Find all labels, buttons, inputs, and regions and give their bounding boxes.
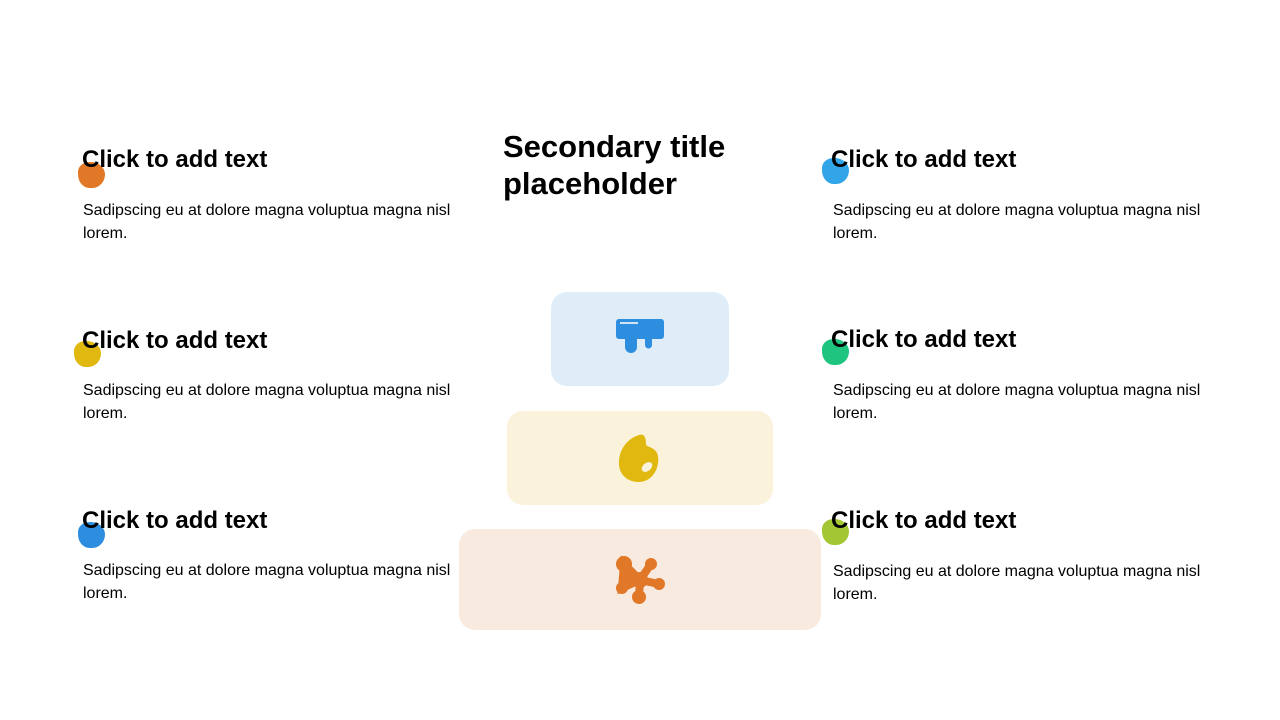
item-heading[interactable]: Click to add text [831, 146, 1017, 173]
palette-icon [618, 434, 659, 482]
item-heading[interactable]: Click to add text [82, 146, 268, 173]
item-body[interactable]: Sadipscing eu at dolore magna voluptua m… [83, 562, 451, 602]
tier-middle [507, 411, 773, 505]
item-body[interactable]: Sadipscing eu at dolore magna voluptua m… [833, 202, 1201, 242]
item-body[interactable]: Sadipscing eu at dolore magna voluptua m… [833, 563, 1201, 603]
item-heading[interactable]: Click to add text [82, 507, 268, 534]
item-body[interactable]: Sadipscing eu at dolore magna voluptua m… [83, 202, 451, 242]
blue-blob-icon [78, 522, 105, 548]
tier-top [551, 292, 729, 386]
item-heading[interactable]: Click to add text [831, 326, 1017, 353]
item-heading[interactable]: Click to add text [82, 327, 268, 354]
item-body[interactable]: Sadipscing eu at dolore magna voluptua m… [83, 382, 451, 422]
item-body[interactable]: Sadipscing eu at dolore magna voluptua m… [833, 382, 1201, 422]
lime-blob-icon [822, 519, 849, 545]
yellow-blob-icon [74, 341, 101, 367]
item-heading[interactable]: Click to add text [831, 507, 1017, 534]
paint-splash-icon [616, 554, 665, 604]
secondary-title[interactable]: Secondary title placeholder [503, 129, 726, 201]
tier-bottom [459, 529, 821, 630]
orange-blob-icon [78, 162, 105, 188]
green-blob-icon [822, 339, 849, 365]
paint-drip-icon [616, 319, 664, 353]
light-blue-blob-icon [822, 158, 849, 184]
